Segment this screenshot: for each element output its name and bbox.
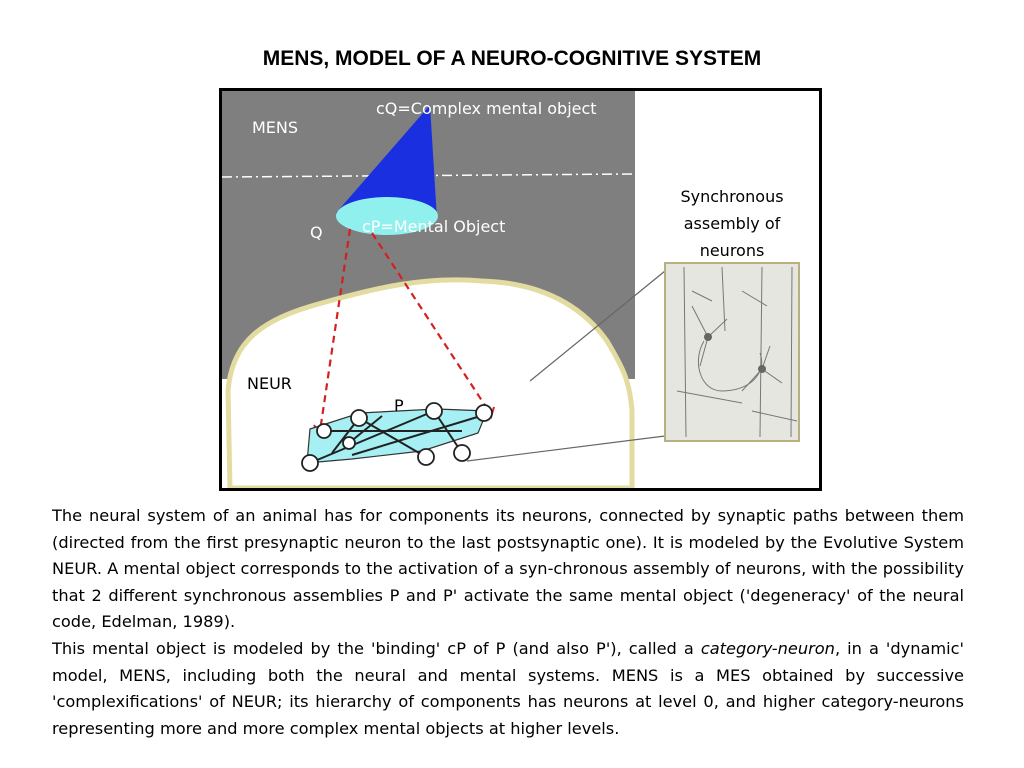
page-title: MENS, MODEL OF A NEURO-COGNITIVE SYSTEM <box>262 47 762 70</box>
mens-diagram: cQ=Complex mental object MENS Q cP=Menta… <box>219 88 822 491</box>
binding-arrow-left <box>318 228 352 432</box>
binding-arrows <box>318 228 491 432</box>
cq-label: cQ=Complex mental object <box>376 99 597 118</box>
neuron-node <box>301 454 319 472</box>
paragraph-1: The neural system of an animal has for c… <box>52 506 964 632</box>
neur-label: NEUR <box>247 374 292 393</box>
mental-object-cone <box>336 105 437 219</box>
q-label: Q <box>310 223 323 242</box>
paragraph-2: This mental object is modeled by the 'bi… <box>52 636 964 742</box>
neuron-node <box>342 436 356 450</box>
mental-object-ellipse <box>336 197 438 235</box>
neuron-node <box>425 402 443 420</box>
sync-assembly-label: Synchronous assembly of neurons <box>680 187 784 260</box>
neuron-micrograph <box>664 262 800 442</box>
neuron-node <box>475 404 493 422</box>
zoom-connector-top <box>529 270 666 382</box>
neuron-node <box>350 409 368 427</box>
synaptic-paths <box>309 410 485 464</box>
zoom-connector-bottom <box>466 435 666 462</box>
paragraph-2-end: , in a 'dynamic' model, MENS, including … <box>52 638 965 738</box>
neuron-node <box>453 444 471 462</box>
p-label: P <box>394 396 404 415</box>
neurons <box>301 402 493 472</box>
category-neuron-term: category-neuron <box>700 638 835 658</box>
description-text: The neural system of an animal has for c… <box>52 503 964 742</box>
neuron-node <box>316 423 332 439</box>
cp-label: cP=Mental Object <box>362 217 506 236</box>
mens-label: MENS <box>252 118 299 137</box>
paragraph-2-start: This mental object is modeled by the 'bi… <box>52 638 701 658</box>
diagram-canvas <box>222 91 800 488</box>
neuron-node <box>417 448 435 466</box>
